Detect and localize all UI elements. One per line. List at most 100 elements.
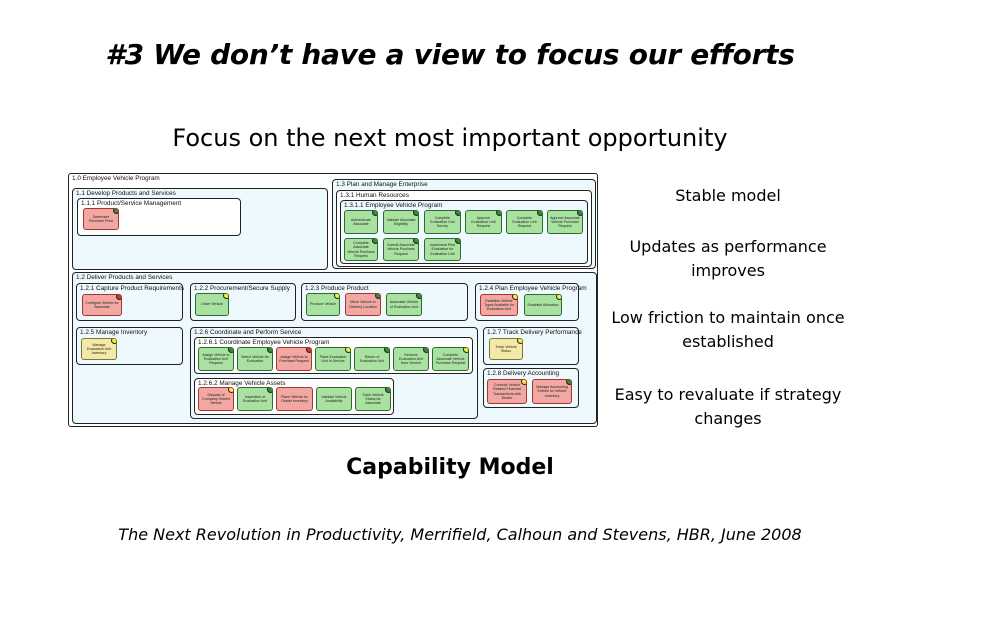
capability-tile: Complete Evaluation Unit Request bbox=[506, 210, 543, 234]
benefit-item: Updates as performance improves bbox=[629, 237, 827, 280]
capability-tile: Associate Vehicle of Evaluation Unit bbox=[386, 293, 422, 316]
capability-tile: Select Vehicle for Evaluation bbox=[237, 347, 273, 371]
capability-tile: Approve Evaluation Unit Request bbox=[465, 210, 502, 234]
produce-product-box: 1.2.3 Produce Product Produce Vehicle Mo… bbox=[301, 283, 468, 321]
status-indicator bbox=[384, 348, 389, 353]
deliver-products-label: 1.2 Deliver Products and Services bbox=[76, 274, 173, 281]
status-indicator bbox=[521, 380, 526, 385]
capability-tile: Place Evaluation Unit In Service bbox=[315, 347, 351, 371]
capability-tile: Approve Associate Vehicle Purchase Reque… bbox=[547, 210, 583, 234]
plan-evp-box: 1.2.4 Plan Employee Vehicle Program Esta… bbox=[475, 283, 587, 321]
status-indicator bbox=[111, 339, 116, 344]
status-indicator bbox=[372, 211, 377, 216]
slide-subtitle: Focus on the next most important opportu… bbox=[172, 124, 728, 152]
develop-products-box: 1.1 Develop Products and Services 1.1.1 … bbox=[72, 188, 328, 270]
status-indicator bbox=[496, 211, 501, 216]
status-indicator bbox=[385, 388, 390, 393]
status-indicator bbox=[556, 295, 561, 300]
status-indicator bbox=[345, 348, 350, 353]
capability-tile: Complete Evaluation Unit Survey bbox=[424, 210, 461, 234]
capability-tile: Manage Accounting Entries for Vehicle In… bbox=[532, 379, 572, 404]
status-indicator bbox=[372, 239, 377, 244]
human-resources-box: 1.3.1 Human Resources 1.3.1.1 Employee V… bbox=[336, 190, 592, 267]
citation: The Next Revolution in Productivity, Mer… bbox=[118, 525, 802, 544]
capability-tile: Place Vehicle for Dealer Inventory bbox=[276, 387, 313, 411]
capability-tile: Assign Vehicle to Purchase Request bbox=[276, 347, 312, 371]
status-indicator bbox=[267, 388, 272, 393]
status-indicator bbox=[375, 294, 380, 299]
delivery-accounting-box: 1.2.8 Delivery Accounting Conduct Vehicl… bbox=[483, 368, 579, 408]
capability-tile: Submit Associate Vehicle Purchase Reques… bbox=[383, 238, 419, 261]
capability-tile: Manage Evaluation Unit Inventory bbox=[81, 338, 117, 360]
capability-tile: Inspection of Evaluation Unit bbox=[237, 387, 273, 411]
capability-tile: Move Vehicle to Delivery Location bbox=[345, 293, 381, 316]
delivery-accounting-label: 1.2.8 Delivery Accounting bbox=[487, 370, 560, 377]
status-indicator bbox=[416, 294, 421, 299]
capability-tile: Determine Purchase Price bbox=[83, 208, 119, 230]
employee-vehicle-program-box: 1.3.1.1 Employee Vehicle Program Authent… bbox=[340, 200, 588, 264]
capability-tile: Conduct Vehicle Related Financial Transa… bbox=[487, 379, 527, 404]
plan-evp-label: 1.2.4 Plan Employee Vehicle Program bbox=[479, 285, 587, 292]
coordinate-evp-box: 1.2.6.1 Coordinate Employee Vehicle Prog… bbox=[194, 337, 473, 374]
procurement-box: 1.2.2 Procurement/Secure Supply Order Ve… bbox=[190, 283, 296, 321]
track-delivery-label: 1.2.7 Track Delivery Performance bbox=[487, 329, 582, 336]
status-indicator bbox=[413, 211, 418, 216]
status-indicator bbox=[537, 211, 542, 216]
capability-tile: Assign Vehicle to Evaluation Unit Reques… bbox=[198, 347, 234, 371]
status-indicator bbox=[517, 339, 522, 344]
capability-tile: Establish Vehicle Types Available for Ev… bbox=[480, 294, 518, 316]
capability-tile: Dispose of Company Owned Vehicle bbox=[198, 387, 234, 411]
product-service-mgmt-box: 1.1.1 Product/Service Management Determi… bbox=[77, 198, 241, 236]
capture-requirements-label: 1.2.1 Capture Product Requirements bbox=[80, 285, 185, 292]
capability-tile: Validate Vehicle Availability bbox=[316, 387, 352, 411]
capability-tile: Track Vehicle Status for Associate bbox=[355, 387, 391, 411]
employee-vehicle-program-label: 1.3.1.1 Employee Vehicle Program bbox=[344, 202, 443, 209]
human-resources-label: 1.3.1 Human Resources bbox=[340, 192, 409, 199]
benefit-item: Low friction to maintain once establishe… bbox=[611, 308, 845, 351]
model-caption: Capability Model bbox=[346, 455, 554, 480]
manage-inventory-label: 1.2.5 Manage Inventory bbox=[80, 329, 148, 336]
status-indicator bbox=[463, 348, 468, 353]
status-indicator bbox=[228, 388, 233, 393]
coordinate-service-box: 1.2.6 Coordinate and Perform Service 1.2… bbox=[190, 327, 478, 419]
manage-vehicle-assets-box: 1.2.6.2 Manage Vehicle Assets Dispose of… bbox=[194, 378, 394, 415]
slide-title: #3 We don’t have a view to focus our eff… bbox=[105, 38, 795, 71]
capture-requirements-box: 1.2.1 Capture Product Requirements Confi… bbox=[76, 283, 185, 321]
coordinate-evp-label: 1.2.6.1 Coordinate Employee Vehicle Prog… bbox=[198, 339, 330, 346]
capability-tile: Track Vehicle Status bbox=[489, 338, 523, 360]
capability-model-diagram: 1.0 Employee Vehicle Program 1.1 Develop… bbox=[68, 173, 598, 427]
deliver-products-box: 1.2 Deliver Products and Services 1.2.1 … bbox=[72, 272, 597, 424]
capability-tile: Return of Evaluation Unit bbox=[354, 347, 390, 371]
status-indicator bbox=[228, 348, 233, 353]
status-indicator bbox=[116, 295, 121, 300]
plan-enterprise-label: 1.3 Plan and Manage Enterprise bbox=[336, 181, 428, 188]
product-service-mgmt-label: 1.1.1 Product/Service Management bbox=[81, 200, 182, 207]
status-indicator bbox=[334, 294, 339, 299]
capability-tile: Remove Evaluation Unit from Service bbox=[393, 347, 429, 371]
plan-enterprise-box: 1.3 Plan and Manage Enterprise 1.3.1 Hum… bbox=[332, 179, 596, 269]
manage-inventory-box: 1.2.5 Manage Inventory Manage Evaluation… bbox=[76, 327, 183, 365]
capability-tile: Complete Associate Vehicle Purchase Requ… bbox=[344, 238, 378, 261]
status-indicator bbox=[113, 209, 118, 214]
procurement-label: 1.2.2 Procurement/Secure Supply bbox=[194, 285, 290, 292]
status-indicator bbox=[455, 211, 460, 216]
capability-tile: Order Vehicle bbox=[195, 293, 229, 316]
capability-tile: Authenticate Associate bbox=[344, 210, 378, 234]
capability-tile: Configure Vehicle for Associate bbox=[82, 294, 122, 316]
status-indicator bbox=[566, 380, 571, 385]
capability-tile: Implement Pilot Evaluation for Evaluatio… bbox=[424, 238, 461, 261]
manage-vehicle-assets-label: 1.2.6.2 Manage Vehicle Assets bbox=[198, 380, 286, 387]
coordinate-service-label: 1.2.6 Coordinate and Perform Service bbox=[194, 329, 302, 336]
status-indicator bbox=[413, 239, 418, 244]
status-indicator bbox=[577, 211, 582, 216]
capability-tile: Establish Allocation bbox=[524, 294, 562, 316]
status-indicator bbox=[512, 295, 517, 300]
produce-product-label: 1.2.3 Produce Product bbox=[305, 285, 369, 292]
capability-tile: Produce Vehicle bbox=[306, 293, 340, 316]
status-indicator bbox=[455, 239, 460, 244]
status-indicator bbox=[267, 348, 272, 353]
capability-tile: Validate Associate Eligibility bbox=[383, 210, 419, 234]
track-delivery-box: 1.2.7 Track Delivery Performance Track V… bbox=[483, 327, 582, 365]
benefit-item: Stable model bbox=[675, 186, 781, 205]
benefit-item: Easy to revaluate if strategy changes bbox=[614, 385, 842, 428]
